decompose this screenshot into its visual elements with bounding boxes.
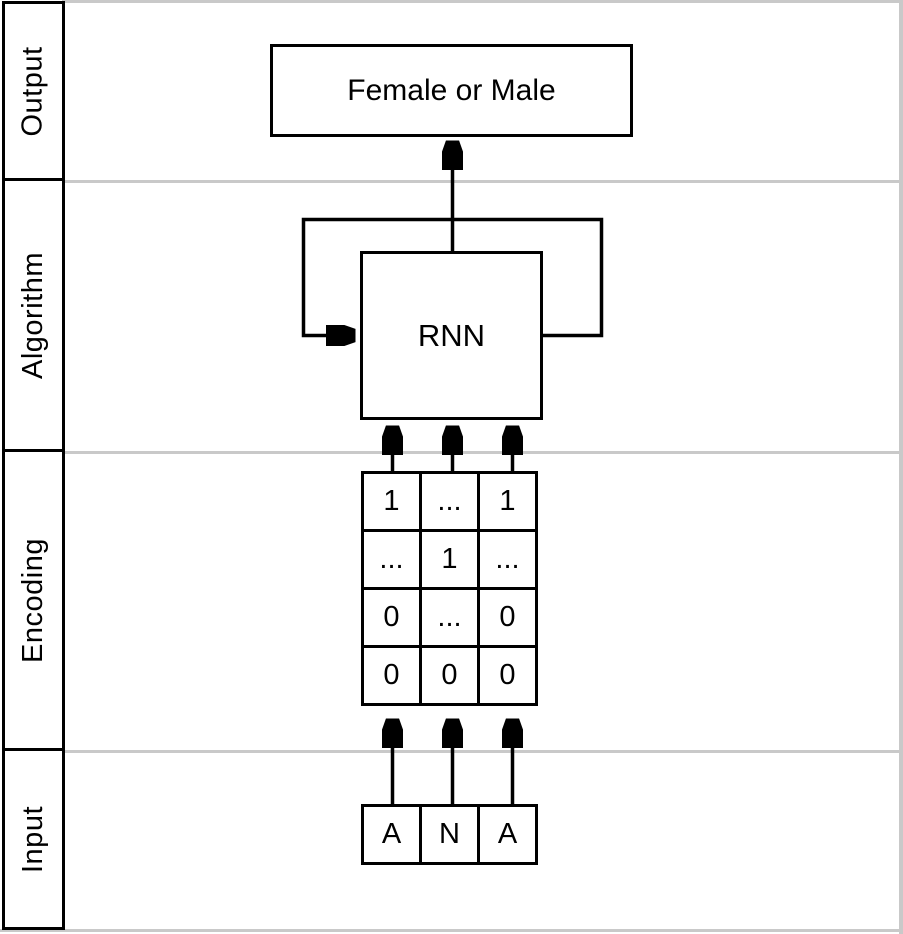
frame-line-right xyxy=(899,0,903,934)
row-divider-output-algorithm xyxy=(62,180,903,183)
encoding-cell: 0 xyxy=(361,645,422,706)
encoding-cell: 0 xyxy=(361,587,422,648)
sidebar-cell-algorithm: Algorithm xyxy=(2,178,65,452)
sidebar-cell-encoding: Encoding xyxy=(2,449,65,751)
sidebar-cell-output: Output xyxy=(2,1,65,181)
row-divider-algorithm-encoding xyxy=(62,451,903,454)
encoding-cell: 0 xyxy=(419,645,480,706)
encoding-grid: 1 ... 1 ... 1 ... 0 ... 0 0 0 0 xyxy=(361,471,538,706)
encoding-grid-row: 0 ... 0 xyxy=(361,587,538,648)
encoding-grid-row: ... 1 ... xyxy=(361,529,538,590)
sidebar-label-encoding: Encoding xyxy=(17,537,49,663)
encoding-cell: 1 xyxy=(477,471,538,532)
row-divider-encoding-input xyxy=(62,750,903,753)
frame-line-bottom xyxy=(0,929,903,932)
rnn-box: RNN xyxy=(360,251,543,420)
encoding-cell: 0 xyxy=(477,645,538,706)
encoding-cell: 0 xyxy=(477,587,538,648)
input-cell: N xyxy=(419,804,480,865)
input-cells-row: A N A xyxy=(361,804,538,865)
sidebar-label-algorithm: Algorithm xyxy=(17,251,49,379)
input-cell: A xyxy=(477,804,538,865)
encoding-grid-row: 0 0 0 xyxy=(361,645,538,706)
encoding-grid-row: 1 ... 1 xyxy=(361,471,538,532)
input-cells: A N A xyxy=(361,804,538,865)
sidebar-label-input: Input xyxy=(17,805,49,873)
output-box-label: Female or Male xyxy=(347,73,556,107)
frame-line-top xyxy=(62,0,903,3)
encoding-cell: ... xyxy=(419,471,480,532)
encoding-cell: 1 xyxy=(361,471,422,532)
output-box: Female or Male xyxy=(270,44,633,137)
encoding-cell: ... xyxy=(361,529,422,590)
sidebar-label-output: Output xyxy=(17,45,49,137)
input-cell: A xyxy=(361,804,422,865)
encoding-cell: ... xyxy=(477,529,538,590)
encoding-cell: 1 xyxy=(419,529,480,590)
sidebar-cell-input: Input xyxy=(2,748,65,930)
encoding-cell: ... xyxy=(419,587,480,648)
rnn-box-label: RNN xyxy=(417,317,486,353)
